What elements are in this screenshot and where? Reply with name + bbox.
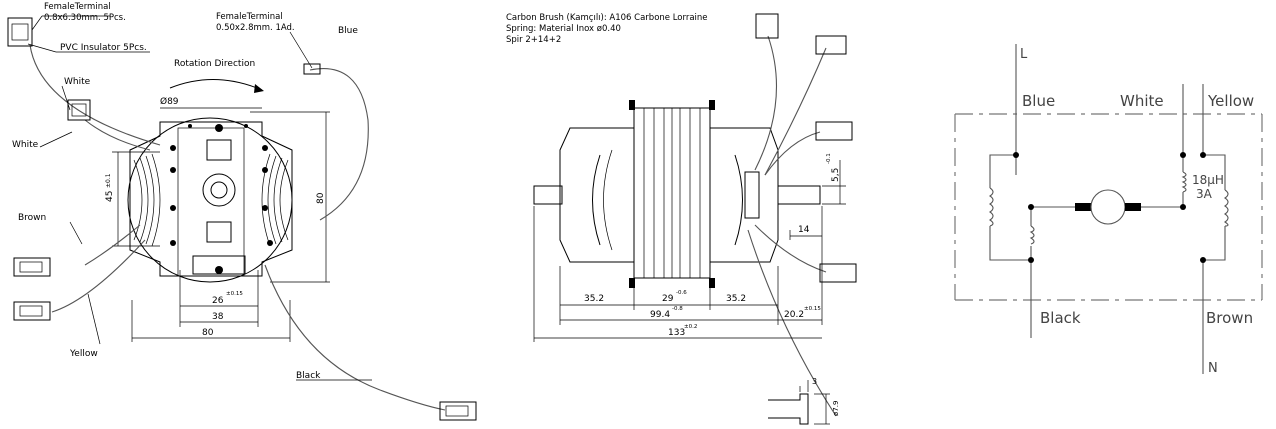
label-blue: Blue <box>1022 92 1055 110</box>
brush-holder-bottom <box>206 221 232 243</box>
side-wires <box>747 35 837 417</box>
dim-45-tolerance: ±0.1 <box>105 173 112 188</box>
note-spir: Spir 2+14+2 <box>506 35 561 45</box>
label-inductor-current: 3A <box>1196 187 1213 201</box>
brush-right <box>1125 203 1141 211</box>
label-wire-white-1: White <box>64 77 91 87</box>
dim-35-2-right: 35.2 <box>726 294 746 304</box>
label-female-terminal-small: FemaleTerminal <box>216 12 283 22</box>
label-l: L <box>1020 47 1028 62</box>
right-coil <box>734 154 743 246</box>
label-black: Black <box>1040 309 1081 327</box>
note-spring: Spring: Material Inox ø0.40 <box>506 24 621 34</box>
label-inductor-value: 18µH <box>1192 173 1224 187</box>
junction-dots <box>1013 152 1206 263</box>
dim-99-4-tolerance: -0.8 <box>672 306 683 312</box>
shaft-boss <box>202 173 236 207</box>
dim-80-horizontal: 80 <box>202 328 214 338</box>
lamination-lines <box>643 108 701 278</box>
label-wire-black: Black <box>296 371 321 381</box>
label-wire-brown: Brown <box>18 213 46 223</box>
dim-pin-diameter: ø7.9 <box>832 401 840 416</box>
dim-diameter-89: Ø89 <box>160 96 179 107</box>
screw-dots <box>170 124 273 274</box>
dim-5-5-tolerance: -0.1 <box>826 153 832 164</box>
wiring-schematic: L Blue White Yellow Black Brown N 18µH 3… <box>954 44 1263 376</box>
brush-left <box>1075 203 1091 211</box>
label-rotation-direction: Rotation Direction <box>174 59 255 69</box>
rotation-arrowhead <box>254 84 264 93</box>
pin-detail <box>768 380 830 425</box>
inner-left-coil <box>1029 225 1035 245</box>
schematic-dashed-frame <box>954 113 1263 301</box>
front-leaders <box>27 15 372 381</box>
dim-20-2-tolerance: ±0.15 <box>804 306 821 312</box>
label-wire-blue: Blue <box>338 26 358 36</box>
side-view: Carbon Brush (Kamçılı): A106 Carbone Lor… <box>506 13 857 425</box>
left-field-loop <box>989 154 1031 261</box>
left-end-bracket <box>559 127 634 263</box>
dim-14: 14 <box>798 225 810 235</box>
dim-20-2: 20.2 <box>784 310 804 320</box>
rotation-arrow <box>169 79 263 91</box>
front-dimension-lines <box>112 107 330 342</box>
dim-45: 45 <box>105 191 115 202</box>
dim-80-vertical: 80 <box>316 192 326 204</box>
label-wire-yellow: Yellow <box>69 349 98 359</box>
label-brown: Brown <box>1206 309 1253 327</box>
side-dimension-lines <box>533 160 846 342</box>
front-wires <box>29 44 446 411</box>
left-field-coil <box>989 187 994 227</box>
winding-left <box>133 153 161 247</box>
motor-armature <box>1090 189 1126 225</box>
label-female-terminal-small-spec: 0.50x2.8mm. 1Ad. <box>216 23 295 33</box>
brush-holder-top <box>206 139 232 161</box>
label-wire-white-2: White <box>12 140 39 150</box>
dim-26: 26 <box>212 296 224 306</box>
label-white: White <box>1120 92 1164 110</box>
left-coil <box>592 154 601 246</box>
label-pvc-insulator: PVC Insulator 5Pcs. <box>60 43 147 53</box>
right-shaft <box>777 185 821 205</box>
dim-38: 38 <box>212 312 224 322</box>
label-yellow: Yellow <box>1207 92 1254 110</box>
dim-pin-3: 3 <box>812 377 817 386</box>
winding-right <box>261 153 289 247</box>
label-female-terminal-big: FemaleTerminal <box>44 2 111 12</box>
suppression-inductor <box>1181 171 1187 193</box>
right-end-bracket <box>710 127 779 263</box>
dim-26-tolerance: ±0.15 <box>226 291 243 297</box>
front-view: FemaleTerminal 0.8x6.30mm. 5Pcs. PVC Ins… <box>7 2 477 421</box>
side-connectors <box>755 13 857 283</box>
dim-5-5: 5,5 <box>831 168 841 182</box>
dim-99-4: 99.4 <box>650 310 670 320</box>
dim-35-2-left: 35.2 <box>584 294 604 304</box>
note-carbon-brush: Carbon Brush (Kamçılı): A106 Carbone Lor… <box>506 13 708 23</box>
right-field-loop <box>1203 154 1226 261</box>
label-n: N <box>1208 361 1218 376</box>
dim-133: 133 <box>668 328 685 338</box>
dim-29-tolerance: -0.6 <box>676 290 687 296</box>
left-shaft <box>533 185 563 205</box>
front-connectors <box>7 17 477 421</box>
bracket-inner <box>177 127 245 277</box>
bracket-plate <box>129 121 293 277</box>
dim-133-tolerance: ±0.2 <box>684 324 697 330</box>
dim-29: 29 <box>662 294 674 304</box>
right-field-coil <box>1224 189 1229 227</box>
label-female-terminal-big-spec: 0.8x6.30mm. 5Pcs. <box>44 13 126 23</box>
commutator <box>744 171 760 219</box>
shaft-hole <box>210 181 228 199</box>
